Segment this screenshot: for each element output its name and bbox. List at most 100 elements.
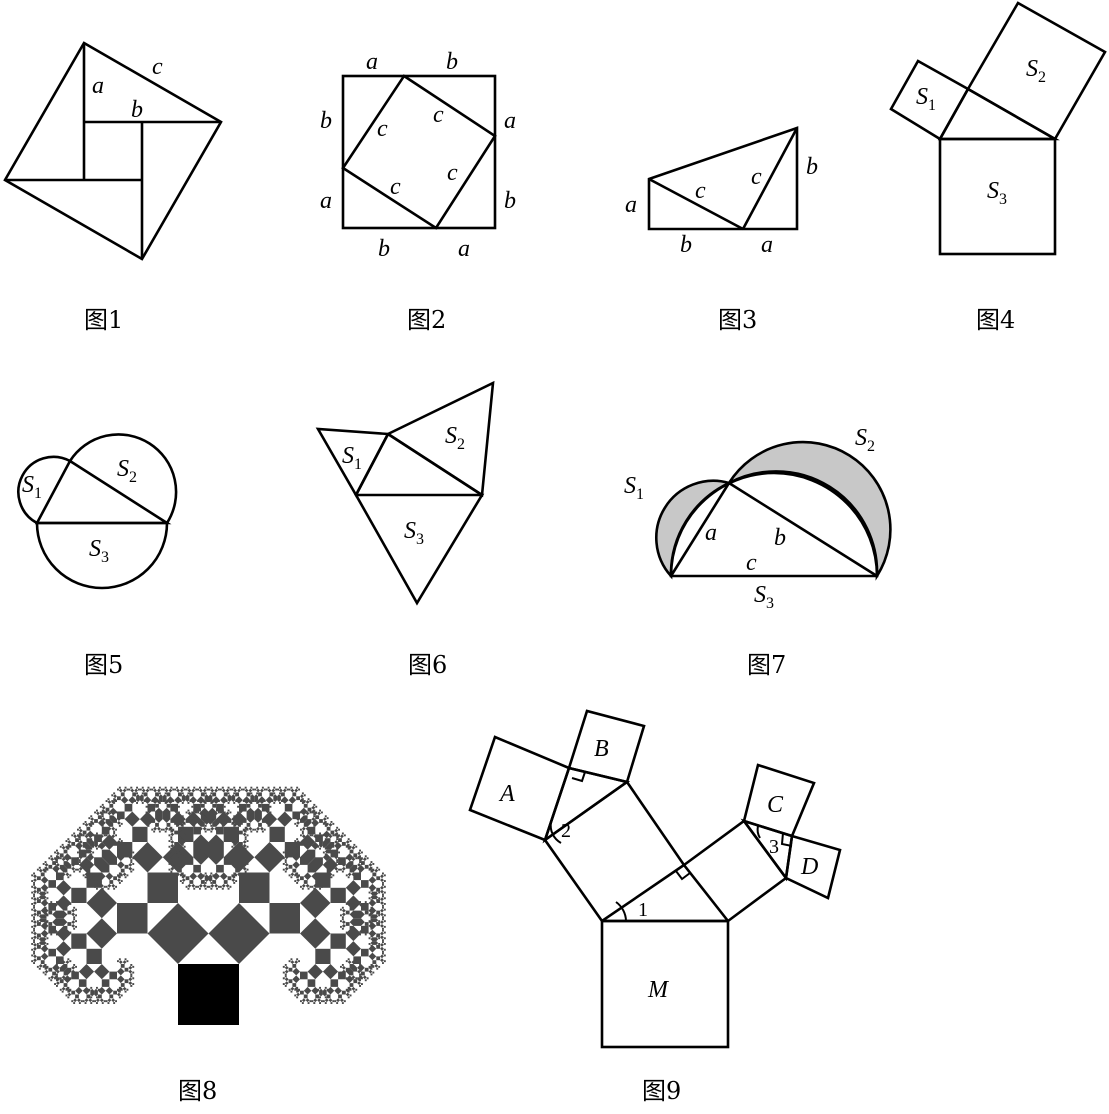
tree-square	[280, 796, 289, 804]
tree-square	[56, 870, 58, 873]
tree-square	[355, 857, 358, 860]
tree-square	[282, 851, 285, 854]
tree-square	[372, 960, 377, 964]
tree-square	[191, 822, 194, 825]
tree-square	[117, 811, 125, 820]
tree-square	[174, 851, 177, 854]
tree-square	[219, 788, 222, 791]
tree-square	[212, 796, 220, 804]
tree-square	[307, 849, 316, 858]
tree-square	[315, 815, 320, 820]
tree-square	[105, 828, 108, 831]
tree-square	[368, 937, 371, 940]
tree-square	[86, 887, 117, 919]
tree-square	[254, 796, 259, 801]
tree-square	[361, 965, 363, 968]
tree-square	[345, 941, 361, 957]
tree-square	[240, 788, 243, 791]
tree-square	[338, 994, 342, 999]
tree-square	[233, 872, 236, 875]
tree-square	[202, 788, 207, 793]
tree-square	[185, 834, 194, 842]
tree-square	[248, 788, 253, 793]
tree-square	[61, 979, 64, 982]
tree-square	[67, 876, 70, 879]
tree-square	[368, 897, 371, 900]
tree-square	[101, 979, 110, 987]
tree-square	[359, 903, 363, 907]
tree-square	[233, 786, 236, 789]
tree-square	[56, 925, 72, 942]
tree-square	[33, 895, 35, 898]
tree-square	[353, 855, 356, 858]
tree-square	[380, 943, 384, 947]
tree-square	[197, 788, 199, 791]
tree-square	[61, 872, 66, 877]
tree-square	[361, 906, 365, 911]
tree-square	[376, 956, 381, 961]
tree-square	[199, 883, 203, 888]
tree-square	[103, 834, 106, 837]
tree-square	[290, 872, 295, 877]
tree-square	[330, 832, 333, 835]
tree-square	[48, 931, 51, 934]
tree-square	[300, 819, 304, 823]
tree-square	[319, 838, 321, 841]
tree-square	[36, 891, 39, 894]
tree-square	[78, 1002, 81, 1004]
tree-square	[340, 868, 342, 871]
tree-square	[88, 880, 91, 882]
tree-square	[341, 916, 344, 919]
tree-square	[340, 998, 344, 1003]
tree-square	[216, 811, 232, 827]
tree-square	[300, 876, 304, 881]
tree-square	[56, 979, 58, 982]
tree-square	[197, 807, 201, 812]
tree-square	[86, 830, 95, 839]
tree-square	[286, 788, 289, 791]
tree-square	[292, 853, 300, 862]
tree-square	[284, 870, 287, 873]
tree-square	[330, 1002, 333, 1004]
tree-square	[103, 1000, 106, 1003]
tree-square	[355, 903, 358, 905]
tree-square	[193, 813, 196, 816]
tree-square	[170, 838, 173, 841]
tree-square	[322, 857, 339, 873]
tree-square	[61, 843, 64, 846]
tree-square	[109, 822, 114, 827]
tree-square	[117, 878, 121, 882]
tree-square	[65, 986, 70, 991]
tree-square	[208, 821, 213, 825]
tree-square	[42, 925, 45, 928]
fig7-leg-b	[728, 481, 878, 578]
tree-square	[77, 840, 79, 842]
tree-square	[368, 914, 371, 917]
tree-square	[78, 836, 81, 839]
tree-square	[366, 903, 369, 905]
tree-square	[382, 916, 384, 919]
tree-square	[294, 845, 297, 848]
tree-square	[31, 925, 34, 928]
tree-square	[380, 885, 384, 890]
tree-square	[179, 817, 182, 820]
tree-square	[345, 880, 361, 896]
tree-square	[40, 960, 45, 964]
tree-square	[290, 960, 295, 964]
tree-square	[254, 800, 257, 802]
tree-square	[305, 998, 310, 1003]
tree-square	[345, 910, 350, 915]
tree-square	[120, 868, 125, 873]
fig4-square-s1	[889, 59, 970, 141]
tree-square	[164, 788, 169, 793]
tree-square	[256, 800, 260, 804]
tree-square	[122, 872, 127, 877]
fig3-label-c: c	[695, 178, 706, 204]
tree-square	[204, 786, 207, 789]
tree-square	[187, 883, 192, 888]
tree-square	[56, 969, 60, 974]
tree-square	[307, 887, 310, 890]
tree-square	[267, 788, 272, 793]
tree-square	[273, 792, 276, 795]
tree-square	[345, 960, 348, 963]
